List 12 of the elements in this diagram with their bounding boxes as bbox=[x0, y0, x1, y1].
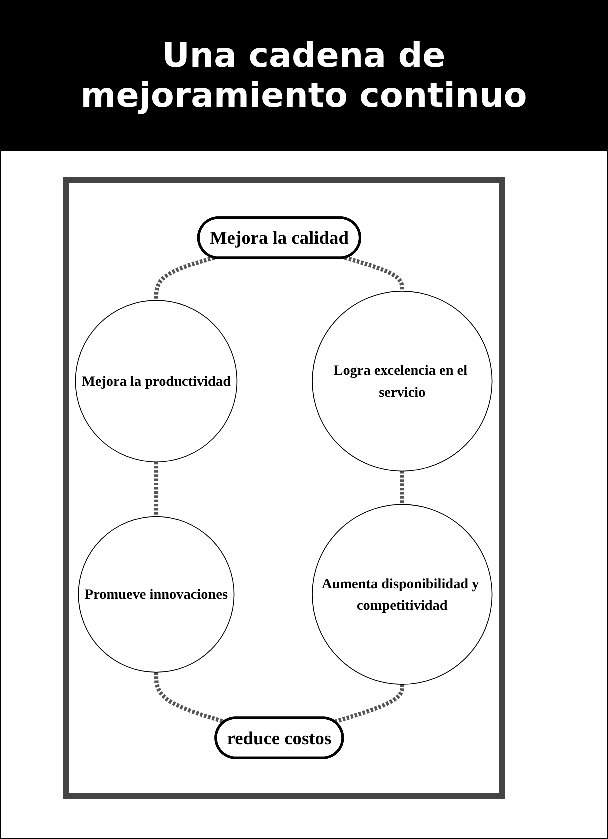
connector bbox=[344, 256, 404, 292]
title: Una cadena de mejoramiento continuo bbox=[1, 1, 607, 151]
connector bbox=[400, 471, 404, 505]
node-circle bbox=[78, 516, 235, 673]
node-circle bbox=[312, 291, 493, 472]
connector bbox=[154, 462, 159, 517]
connector bbox=[334, 684, 404, 724]
connector bbox=[154, 672, 226, 724]
connector bbox=[154, 256, 216, 301]
node-circle bbox=[75, 300, 238, 463]
node-circle bbox=[312, 504, 493, 685]
frame-border: Mejora la calidad Mejora la productividad Logra excelencia en el servicio Promueve innovaciones Aumenta disponibilidad y competitividad reduce costos bbox=[63, 177, 505, 799]
